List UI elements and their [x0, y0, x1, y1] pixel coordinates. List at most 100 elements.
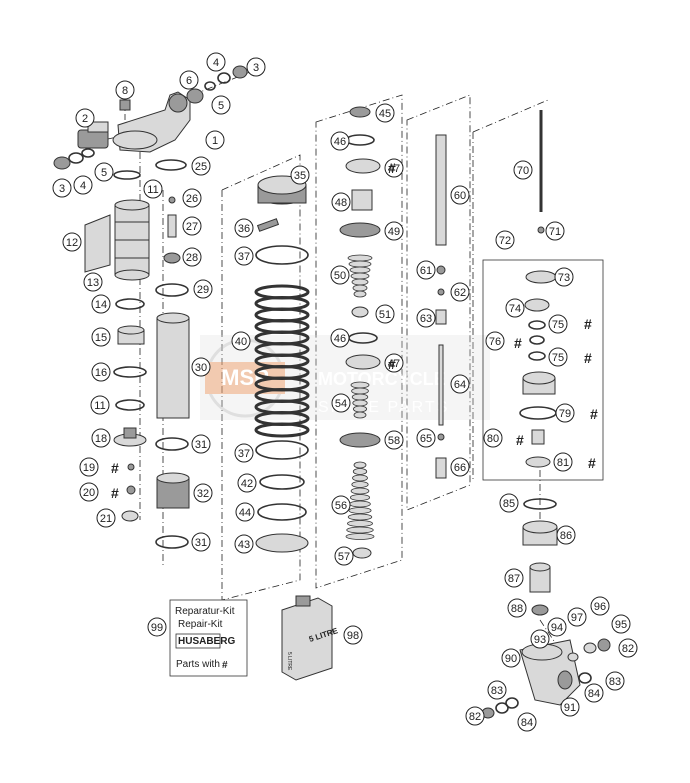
callout-circle [330, 265, 350, 285]
callout-circle [517, 712, 537, 732]
part-oring [505, 697, 519, 709]
callout-3a: 3 [52, 178, 72, 198]
part-bushings [53, 65, 248, 170]
callout-65: 65 [416, 428, 436, 448]
repair-kit-brand: HUSABERG [178, 636, 235, 647]
shim [349, 500, 371, 508]
callout-number: 81 [557, 457, 569, 469]
callout-number: 50 [334, 270, 346, 282]
callout-number: 93 [534, 634, 546, 646]
part-ring [255, 440, 309, 460]
part-ball [537, 226, 545, 234]
callout-number: 14 [95, 299, 107, 311]
callout-8: 8 [115, 80, 135, 100]
callout-circle [416, 260, 436, 280]
callout-circle [554, 267, 574, 287]
kit-marker-hash: # [111, 460, 119, 476]
callout-5b: 5 [211, 95, 231, 115]
shim [350, 381, 370, 389]
callout-84b: 84 [517, 712, 537, 732]
callout-number: 11 [94, 400, 105, 412]
callout-6: 6 [179, 70, 199, 90]
callout-circle [90, 395, 110, 415]
callout-11a: 11 [143, 179, 163, 199]
callout-57: 57 [334, 546, 354, 566]
callout-circle [231, 331, 251, 351]
callout-29: 29 [193, 279, 213, 299]
callout-number: 87 [508, 573, 520, 585]
callout-number: 62 [454, 287, 466, 299]
callout-50: 50 [330, 265, 350, 285]
callout-42: 42 [237, 473, 257, 493]
callout-49: 49 [384, 221, 404, 241]
callout-70: 70 [513, 160, 533, 180]
part-ring [519, 406, 557, 420]
callout-35: 35 [290, 165, 310, 185]
callout-37a: 37 [234, 246, 254, 266]
callout-circle [147, 617, 167, 637]
shim [353, 411, 367, 419]
callout-labels: 1233445568111112131415161819202125262728… [52, 52, 638, 732]
callout-81: 81 [553, 452, 573, 472]
callout-31a: 31 [191, 434, 211, 454]
part-adjuster [583, 642, 597, 654]
part-oring [528, 351, 546, 361]
shim [347, 513, 373, 521]
kit-marker-hash: # [584, 350, 592, 366]
part-ball [126, 485, 136, 495]
callout-number: 31 [195, 439, 207, 451]
callout-83b: 83 [487, 680, 507, 700]
callout-circle [560, 697, 580, 717]
callout-circle [530, 629, 550, 649]
callout-number: 94 [551, 622, 563, 634]
callout-20: 20 [79, 482, 99, 502]
callout-12: 12 [62, 232, 82, 252]
oil-can: 5 LITRE 5 LITRE [281, 595, 340, 681]
callout-circle [75, 108, 95, 128]
callout-31b: 31 [191, 532, 211, 552]
callout-number: 85 [503, 498, 515, 510]
callout-91: 91 [560, 697, 580, 717]
callout-number: 75 [552, 319, 564, 331]
callout-number: 79 [559, 408, 571, 420]
callout-25: 25 [191, 156, 211, 176]
part-cap [525, 270, 557, 284]
callout-circle [618, 638, 638, 658]
callout-15: 15 [91, 327, 111, 347]
callout-circle [499, 493, 519, 513]
callout-circle [234, 246, 254, 266]
callout-93: 93 [530, 629, 550, 649]
callout-32: 32 [193, 483, 213, 503]
callout-circle [73, 175, 93, 195]
callout-number: 98 [347, 630, 359, 642]
callout-21: 21 [96, 508, 116, 528]
callout-90: 90 [501, 648, 521, 668]
callout-circle [545, 221, 565, 241]
callout-circle [91, 294, 111, 314]
callout-circle [182, 216, 202, 236]
shim [349, 266, 371, 274]
part-pin [168, 196, 176, 204]
part-piston [339, 222, 381, 238]
callout-47b: 47 [384, 353, 404, 373]
callout-number: 47 [388, 163, 400, 175]
callout-circle [246, 57, 266, 77]
callout-66: 66 [450, 457, 470, 477]
callout-circle [495, 230, 515, 250]
callout-circle [375, 103, 395, 123]
part-shim-stack [350, 381, 370, 419]
part-washer [525, 456, 551, 468]
kit-markers: ########## [111, 160, 598, 501]
callout-circle [235, 502, 255, 522]
callout-number: 44 [239, 507, 251, 519]
shim [353, 290, 367, 298]
callout-circle [234, 534, 254, 554]
callout-number: 60 [454, 190, 466, 202]
callout-circle [191, 357, 211, 377]
repair-kit-line2: Repair-Kit [178, 619, 223, 630]
callout-number: 2 [82, 113, 88, 125]
callout-number: 63 [420, 313, 432, 325]
callout-72: 72 [495, 230, 515, 250]
callout-58: 58 [384, 430, 404, 450]
